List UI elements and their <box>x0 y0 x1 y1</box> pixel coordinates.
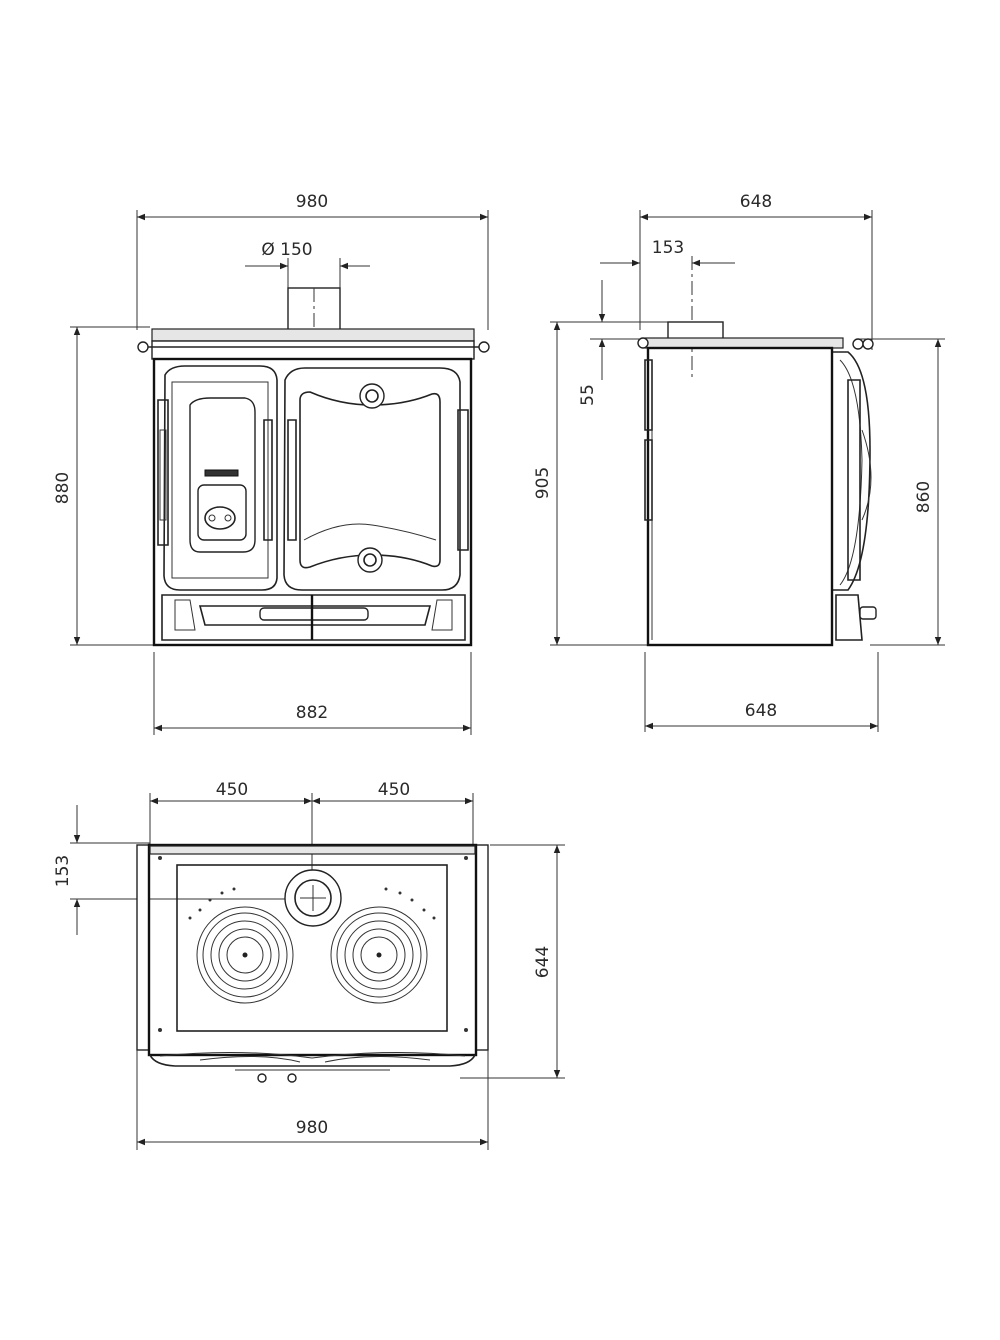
label-side-depth-bottom: 648 <box>745 701 777 721</box>
dim-front-height-880: 880 <box>53 326 155 646</box>
dim-front-base-882: 882 <box>153 652 472 735</box>
stove-top <box>136 843 489 1083</box>
dim-top-halves: 450 450 <box>149 780 474 870</box>
label-front-base: 882 <box>296 703 328 723</box>
label-top-flue-offset: 153 <box>53 855 73 887</box>
label-side-flue-height: 55 <box>578 384 598 406</box>
front-view: 980 Ø 150 880 <box>53 192 490 735</box>
label-side-body-height: 860 <box>914 481 934 513</box>
label-top-left-half: 450 <box>216 780 248 800</box>
label-front-height: 880 <box>53 472 73 504</box>
dim-side-flue-height-55: 55 <box>578 280 670 406</box>
stove-front <box>137 328 490 647</box>
label-top-width: 980 <box>296 1118 328 1138</box>
dim-top-width-980: 980 <box>136 1050 489 1150</box>
label-flue-diameter: Ø 150 <box>261 240 312 260</box>
dim-side-height-905: 905 <box>533 321 648 646</box>
dim-top-flue-offset-153: 153 <box>53 805 312 935</box>
label-side-flue-offset: 153 <box>652 238 684 258</box>
stove-side <box>637 337 877 647</box>
right-hot-plate <box>330 906 428 1004</box>
dim-side-depth-648-bottom: 648 <box>644 652 879 732</box>
label-side-height: 905 <box>533 467 553 499</box>
label-top-depth: 644 <box>533 946 553 978</box>
side-view: 648 153 55 905 <box>533 192 945 732</box>
dim-side-depth-648-top: 648 <box>639 192 873 350</box>
dim-top-depth-644: 644 <box>460 844 565 1079</box>
label-front-width: 980 <box>296 192 328 212</box>
dim-side-flue-offset-153: 153 <box>600 238 735 380</box>
left-hot-plate <box>196 906 294 1004</box>
dim-side-body-860: 860 <box>860 338 945 646</box>
label-top-right-half: 450 <box>378 780 410 800</box>
top-view: 450 450 153 <box>53 780 565 1150</box>
label-side-depth-top: 648 <box>740 192 772 212</box>
side-flue-stub <box>667 321 724 340</box>
dim-front-width-980: 980 <box>136 192 489 330</box>
